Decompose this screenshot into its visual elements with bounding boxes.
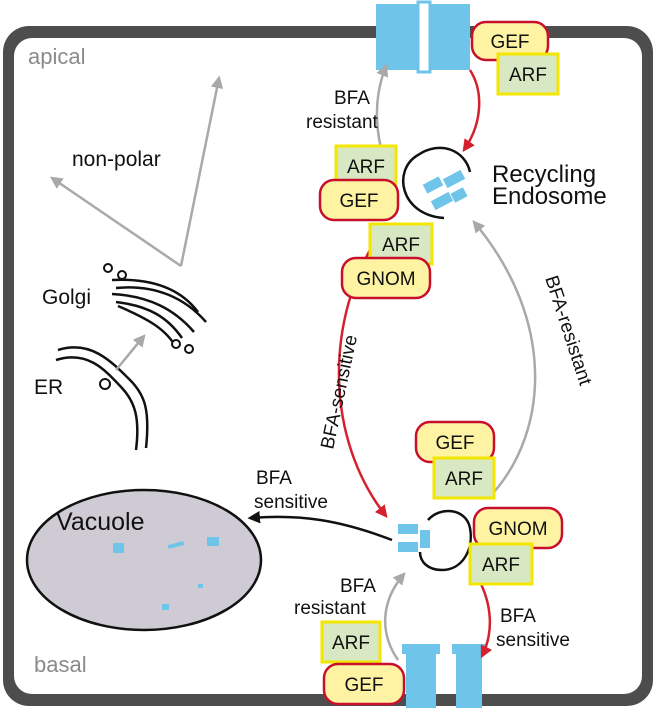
vacuole-cargo-fragment bbox=[113, 543, 124, 553]
basal-transporter-half bbox=[456, 648, 482, 708]
arf-lower-label: ARF bbox=[482, 555, 520, 576]
vacuole-label: Vacuole bbox=[56, 508, 145, 536]
basal-to-endosome-bfa-resistant-arrow bbox=[472, 220, 537, 493]
er-label: ER bbox=[34, 376, 63, 399]
basal-transporter bbox=[402, 644, 486, 708]
golgi-cisterna bbox=[111, 292, 195, 333]
basal-label: basal bbox=[34, 652, 87, 677]
endosome-to-vacuole-arrow bbox=[247, 510, 393, 542]
golgi-label: Golgi bbox=[42, 286, 91, 309]
vacuole-cargo-fragment bbox=[198, 584, 203, 588]
basal-endosome-cargo bbox=[398, 524, 418, 534]
basal-endosome-cargo bbox=[398, 542, 418, 552]
top-bfa-resistant-label-line2: resistant bbox=[306, 112, 379, 133]
endosome-cargo bbox=[442, 169, 466, 189]
bottom-bfa-sensitive-label-line2: sensitive bbox=[496, 630, 570, 651]
basal-transporter-half bbox=[406, 648, 436, 708]
endosome-to-basal-membrane-arrow bbox=[476, 577, 493, 659]
arf-endosome-2-label: ARF bbox=[382, 235, 420, 256]
apical-to-endosome-arrow bbox=[462, 69, 481, 153]
gnom-endosome-box bbox=[340, 256, 432, 300]
gef-endosome-box bbox=[318, 178, 400, 222]
top-bfa-resistant-label-line1: BFA bbox=[334, 88, 370, 109]
golgi-vesicle bbox=[103, 263, 113, 273]
gnom-endosome: GNOM bbox=[340, 256, 432, 300]
endoplasmic-reticulum: ER bbox=[34, 346, 149, 451]
arf-top-box bbox=[496, 52, 560, 96]
nonpolar-arrow-up bbox=[179, 75, 224, 267]
arf-middle-label: ARF bbox=[445, 469, 483, 490]
gef-middle: GEF bbox=[414, 420, 496, 464]
vacuole: Vacuole bbox=[25, 488, 263, 632]
basal-transporter-cap bbox=[452, 644, 486, 654]
bottom-bfa-resistant-label-line2: resistant bbox=[294, 598, 367, 619]
arf-bottom-label: ARF bbox=[332, 633, 370, 654]
arf-lower-box bbox=[468, 542, 534, 586]
arf-middle: ARF bbox=[432, 456, 496, 500]
non-polar-label: non-polar bbox=[72, 148, 161, 171]
recycling-endosome-label-line1: Recycling bbox=[492, 161, 596, 188]
endosome-cargo bbox=[422, 176, 444, 194]
basal-endosome bbox=[398, 509, 472, 572]
apical-transporter bbox=[376, 0, 470, 74]
golgi-vesicle bbox=[117, 270, 127, 280]
golgi-apparatus: Golgi bbox=[42, 263, 207, 354]
arf-middle-box bbox=[432, 456, 496, 500]
vacuole-cargo-fragment bbox=[207, 537, 219, 546]
er-membrane bbox=[55, 356, 139, 451]
apical-transporter-half bbox=[428, 4, 470, 70]
basal-transporter-cap bbox=[402, 644, 440, 654]
nonpolar-arrow-left bbox=[49, 176, 182, 268]
recycling-endosome-membrane bbox=[401, 146, 472, 220]
recycling-endosome: Recycling Endosome bbox=[401, 146, 607, 220]
gef-top-label: GEF bbox=[490, 32, 529, 53]
gef-middle-label: GEF bbox=[435, 433, 474, 454]
gef-bottom-box bbox=[322, 662, 406, 706]
golgi-vesicle bbox=[171, 339, 181, 349]
bottom-bfa-sensitive-label-line1: BFA bbox=[500, 606, 536, 627]
vacuole-bfa-sensitive-label-line2: sensitive bbox=[254, 492, 328, 513]
golgi-cisterna bbox=[115, 300, 184, 339]
basal-endosome-cargo bbox=[420, 530, 430, 548]
gef-bottom: GEF bbox=[322, 662, 406, 706]
apical-transporter-pore bbox=[416, 0, 432, 74]
gnom-lower: GNOM bbox=[472, 506, 564, 550]
vacuole-cargo-fragment bbox=[167, 540, 185, 550]
apical-transporter-half bbox=[376, 4, 420, 70]
gef-endosome: GEF bbox=[318, 178, 400, 222]
golgi-vesicle bbox=[184, 344, 194, 354]
er-to-golgi-arrow bbox=[115, 334, 146, 371]
golgi-cisterna bbox=[117, 304, 176, 345]
golgi-cisterna bbox=[115, 286, 207, 323]
arf-bottom-box bbox=[320, 620, 382, 664]
endosome-cargo bbox=[430, 191, 454, 211]
gnom-endosome-label: GNOM bbox=[356, 269, 415, 290]
er-vesicle bbox=[99, 378, 111, 390]
gnom-lower-label: GNOM bbox=[488, 519, 547, 540]
arf-top: ARF bbox=[496, 52, 560, 96]
arf-top-label: ARF bbox=[509, 65, 547, 86]
arf-lower: ARF bbox=[468, 542, 534, 586]
recycling-endosome-label-line2: Endosome bbox=[492, 183, 607, 210]
apical-label: apical bbox=[28, 44, 85, 69]
bottom-bfa-resistant-label-line1: BFA bbox=[340, 576, 376, 597]
basal-membrane-to-endosome-arrow bbox=[383, 572, 406, 661]
endosome-cargo bbox=[450, 187, 468, 203]
vacuole-body bbox=[25, 488, 263, 632]
vacuole-bfa-sensitive-label-line1: BFA bbox=[256, 468, 292, 489]
arf-bottom: ARF bbox=[320, 620, 382, 664]
arf-endosome-1-label: ARF bbox=[347, 157, 385, 178]
er-membrane bbox=[57, 346, 149, 449]
vacuole-cargo-fragment bbox=[162, 604, 169, 610]
gef-endosome-label: GEF bbox=[339, 191, 378, 212]
basal-endosome-membrane bbox=[418, 509, 472, 572]
gef-bottom-label: GEF bbox=[344, 675, 383, 696]
